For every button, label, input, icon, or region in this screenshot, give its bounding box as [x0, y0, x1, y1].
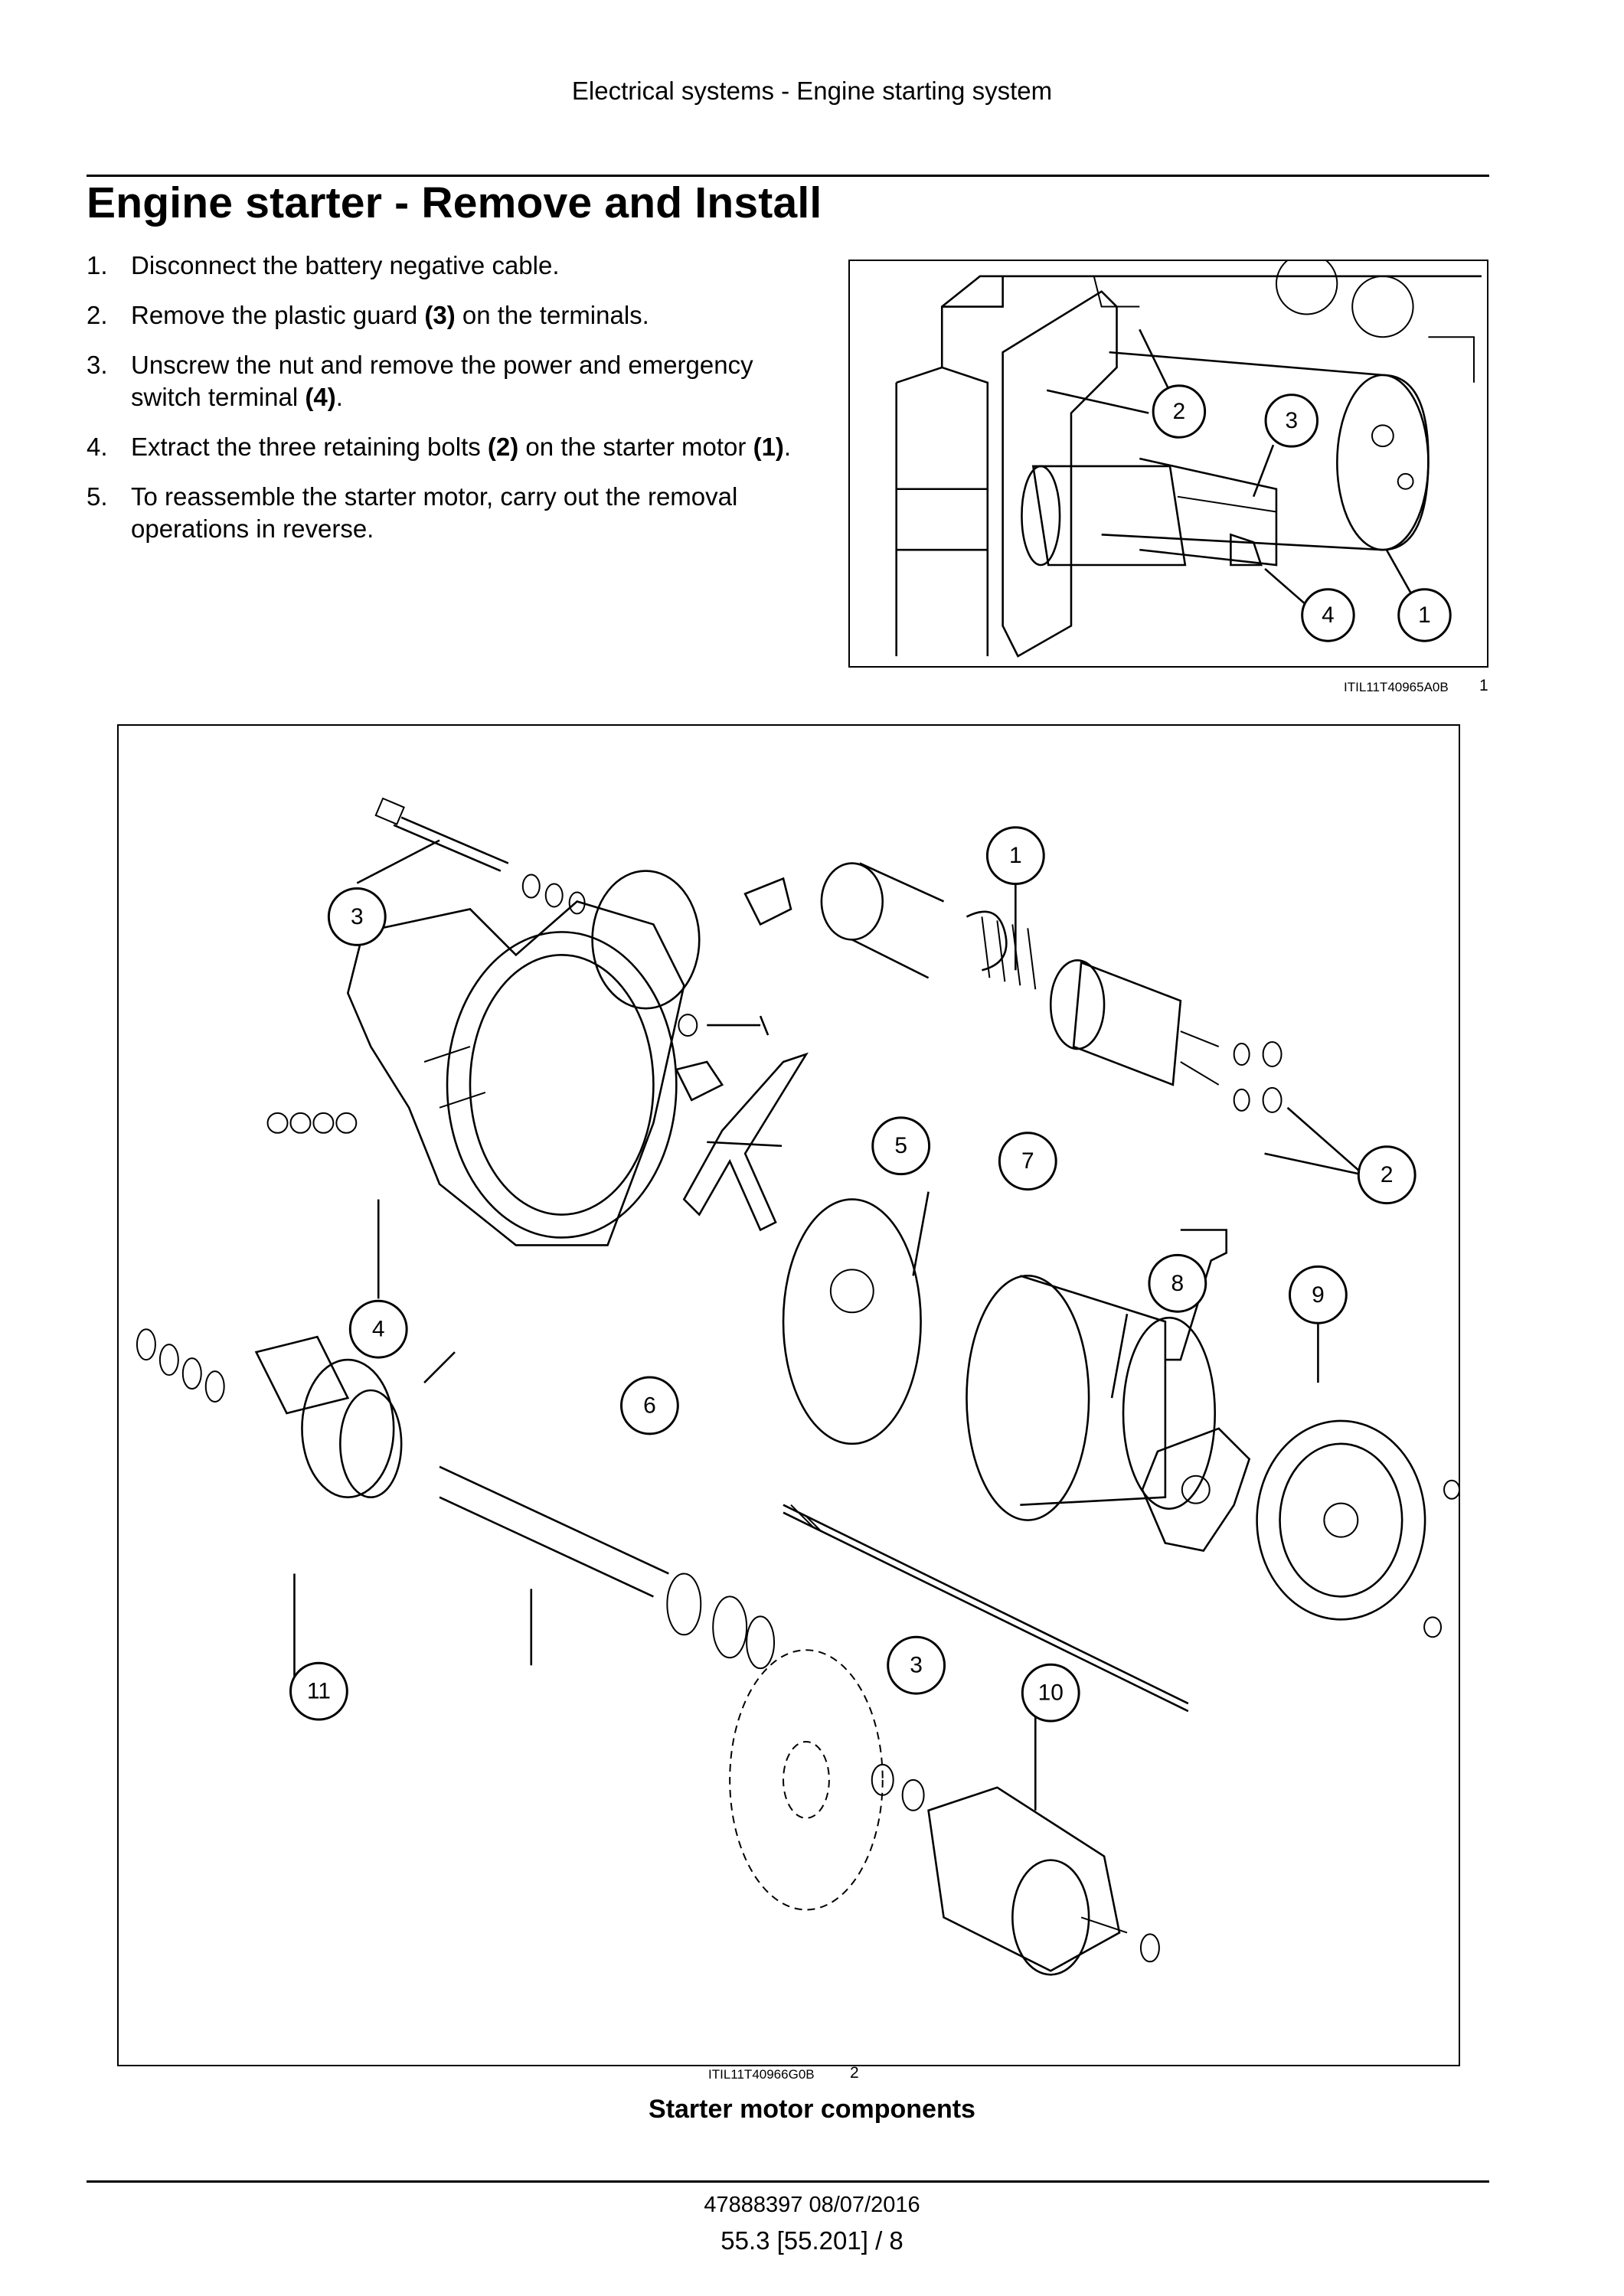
step-text: Remove the plastic guard — [131, 301, 425, 329]
figure1-number: 1 — [1479, 677, 1488, 694]
step-text-mid: on the starter motor — [518, 433, 753, 461]
field-yoke — [782, 1198, 1227, 1521]
callout-4-text: 4 — [372, 1317, 385, 1342]
callout-7: 7 — [998, 1132, 1057, 1191]
footer-page-number: 55.3 [55.201] / 8 — [721, 2226, 903, 2255]
callout-arrows — [1046, 328, 1422, 612]
header-rule — [87, 175, 1489, 177]
drive-housing — [346, 870, 701, 1246]
callout-leaders — [293, 839, 1365, 1811]
flywheel-ghost — [729, 1649, 884, 1911]
step-item: 1. Disconnect the battery negative cable. — [87, 250, 799, 282]
callout-10: 10 — [1021, 1663, 1080, 1723]
callout-11-text: 11 — [307, 1679, 331, 1704]
callout-2: 2 — [1152, 384, 1207, 439]
running-header: Electrical systems - Engine starting sys… — [571, 77, 1053, 105]
step-number: 1. — [87, 251, 108, 279]
callout-4: 4 — [1301, 588, 1355, 642]
callout-3: 3 — [1264, 394, 1319, 448]
bolt-3-top — [374, 797, 586, 915]
figure2-number: 2 — [850, 2064, 859, 2082]
step-number: 5. — [87, 482, 108, 511]
callout-5: 5 — [871, 1116, 931, 1176]
solenoid-switch — [743, 862, 1283, 1113]
step-text: Extract the three retaining bolts — [131, 433, 488, 461]
step-number: 4. — [87, 433, 108, 461]
starter-exploded-illustration: 1 2 3 4 5 6 7 8 9 3 10 11 — [136, 797, 1459, 1976]
callout-1: 1 — [985, 826, 1045, 886]
starter-installed-illustration: 2 3 4 1 — [895, 261, 1482, 658]
step-ref: (4) — [305, 383, 336, 411]
callout-6: 6 — [620, 1376, 679, 1435]
callout-4-text: 4 — [1322, 603, 1335, 628]
step-text-end: on the terminals. — [455, 301, 649, 329]
figure-starter-components: 1 2 3 4 5 6 7 8 9 3 10 11 — [117, 724, 1460, 2066]
callout-3-text: 3 — [351, 904, 364, 929]
end-cover — [1256, 1419, 1459, 1638]
brush-holder — [1141, 1427, 1251, 1552]
shift-lever-parts — [675, 1014, 809, 1232]
callout-3-text: 3 — [1286, 408, 1299, 433]
callout-2: 2 — [1357, 1145, 1417, 1205]
figure2-ref-code: ITIL11T40966G0B — [708, 2067, 815, 2082]
callout-2-text: 2 — [1381, 1162, 1394, 1187]
callout-10-text: 10 — [1038, 1680, 1064, 1706]
callout-5-text: 5 — [894, 1133, 907, 1158]
callout-8: 8 — [1148, 1253, 1207, 1313]
callout-3-tie-rod: 3 — [887, 1635, 946, 1695]
tie-rod — [783, 1504, 1189, 1713]
figure2-caption: Starter motor components — [649, 2095, 975, 2124]
step-item: 5. To reassemble the starter motor, carry… — [87, 481, 799, 545]
step-number: 3. — [87, 351, 108, 379]
step-text: To reassemble the starter motor, carry o… — [131, 482, 738, 543]
callout-8-text: 8 — [1171, 1271, 1185, 1296]
engine-block-outline — [895, 261, 1482, 658]
armature — [871, 1763, 1160, 1976]
figure-starter-installed: 2 3 4 1 — [848, 260, 1488, 668]
housing-washers — [266, 1112, 358, 1134]
step-text: Disconnect the battery negative cable. — [131, 251, 560, 279]
callout-7-text: 7 — [1021, 1148, 1034, 1174]
pinion-assembly — [136, 1328, 776, 1670]
step-item: 3. Unscrew the nut and remove the power a… — [87, 349, 799, 413]
step-item: 2. Remove the plastic guard (3) on the te… — [87, 299, 799, 331]
step-number: 2. — [87, 301, 108, 329]
callout-6-text: 6 — [643, 1393, 656, 1418]
step-text: Unscrew the nut and remove the power and… — [131, 351, 753, 411]
step-ref: (1) — [753, 433, 784, 461]
page-title: Engine starter - Remove and Install — [87, 178, 822, 227]
footer-doc-id: 47888397 08/07/2016 — [704, 2193, 920, 2217]
step-item: 4.Extract the three retaining bolts (2) … — [87, 431, 799, 463]
callout-1: 1 — [1397, 588, 1452, 642]
step-ref: (2) — [487, 433, 519, 461]
callout-1-text: 1 — [1418, 603, 1431, 628]
callout-4: 4 — [348, 1299, 408, 1359]
callout-9: 9 — [1289, 1265, 1348, 1324]
callout-9-text: 9 — [1312, 1282, 1325, 1308]
step-ref: (3) — [424, 301, 456, 329]
footer-rule — [87, 2180, 1489, 2183]
callout-2-text: 2 — [1173, 399, 1186, 424]
procedure-steps: 1. Disconnect the battery negative cable.… — [87, 250, 799, 563]
figure1-ref-code: ITIL11T40965A0B — [1344, 680, 1449, 694]
callout-3b-text: 3 — [910, 1653, 923, 1678]
starter-motor-drawing — [1021, 351, 1430, 567]
callout-11: 11 — [289, 1661, 348, 1721]
callout-3-bolt: 3 — [327, 887, 387, 946]
step-text-end: . — [335, 383, 343, 411]
callout-1-text: 1 — [1009, 843, 1022, 868]
step-text-end: . — [783, 433, 792, 461]
